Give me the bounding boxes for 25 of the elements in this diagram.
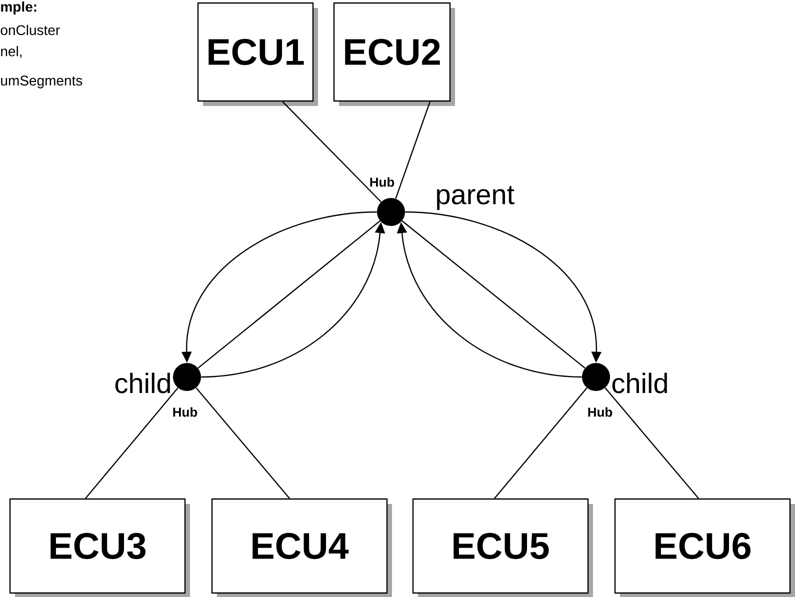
ecu-box: ECU5 bbox=[412, 498, 589, 594]
hub-dot bbox=[582, 363, 610, 391]
connector bbox=[494, 388, 588, 499]
hub-label: Hub bbox=[173, 407, 198, 417]
role-label: child bbox=[115, 372, 170, 394]
note-text: onCluster bbox=[0, 24, 60, 36]
connector bbox=[196, 387, 290, 499]
hub-label: Hub bbox=[588, 407, 612, 417]
hub-label: Hub bbox=[370, 177, 394, 187]
connector bbox=[604, 387, 699, 499]
connector bbox=[395, 101, 431, 199]
ecu-box: ECU1 bbox=[197, 2, 314, 102]
ecu-box: ECU2 bbox=[333, 2, 451, 102]
hub-dot bbox=[377, 198, 405, 226]
ecu-box: ECU4 bbox=[211, 498, 388, 594]
note-text: mple: bbox=[1, 1, 36, 15]
role-label: child bbox=[612, 372, 667, 394]
connector bbox=[282, 101, 382, 202]
ecu-box: ECU6 bbox=[614, 498, 791, 594]
note-text: nel, bbox=[1, 46, 22, 58]
hub-dot bbox=[173, 363, 201, 391]
note-text: umSegments bbox=[1, 76, 82, 88]
role-label: parent bbox=[437, 186, 514, 210]
ecu-box: ECU3 bbox=[9, 498, 186, 594]
connector bbox=[85, 388, 178, 499]
